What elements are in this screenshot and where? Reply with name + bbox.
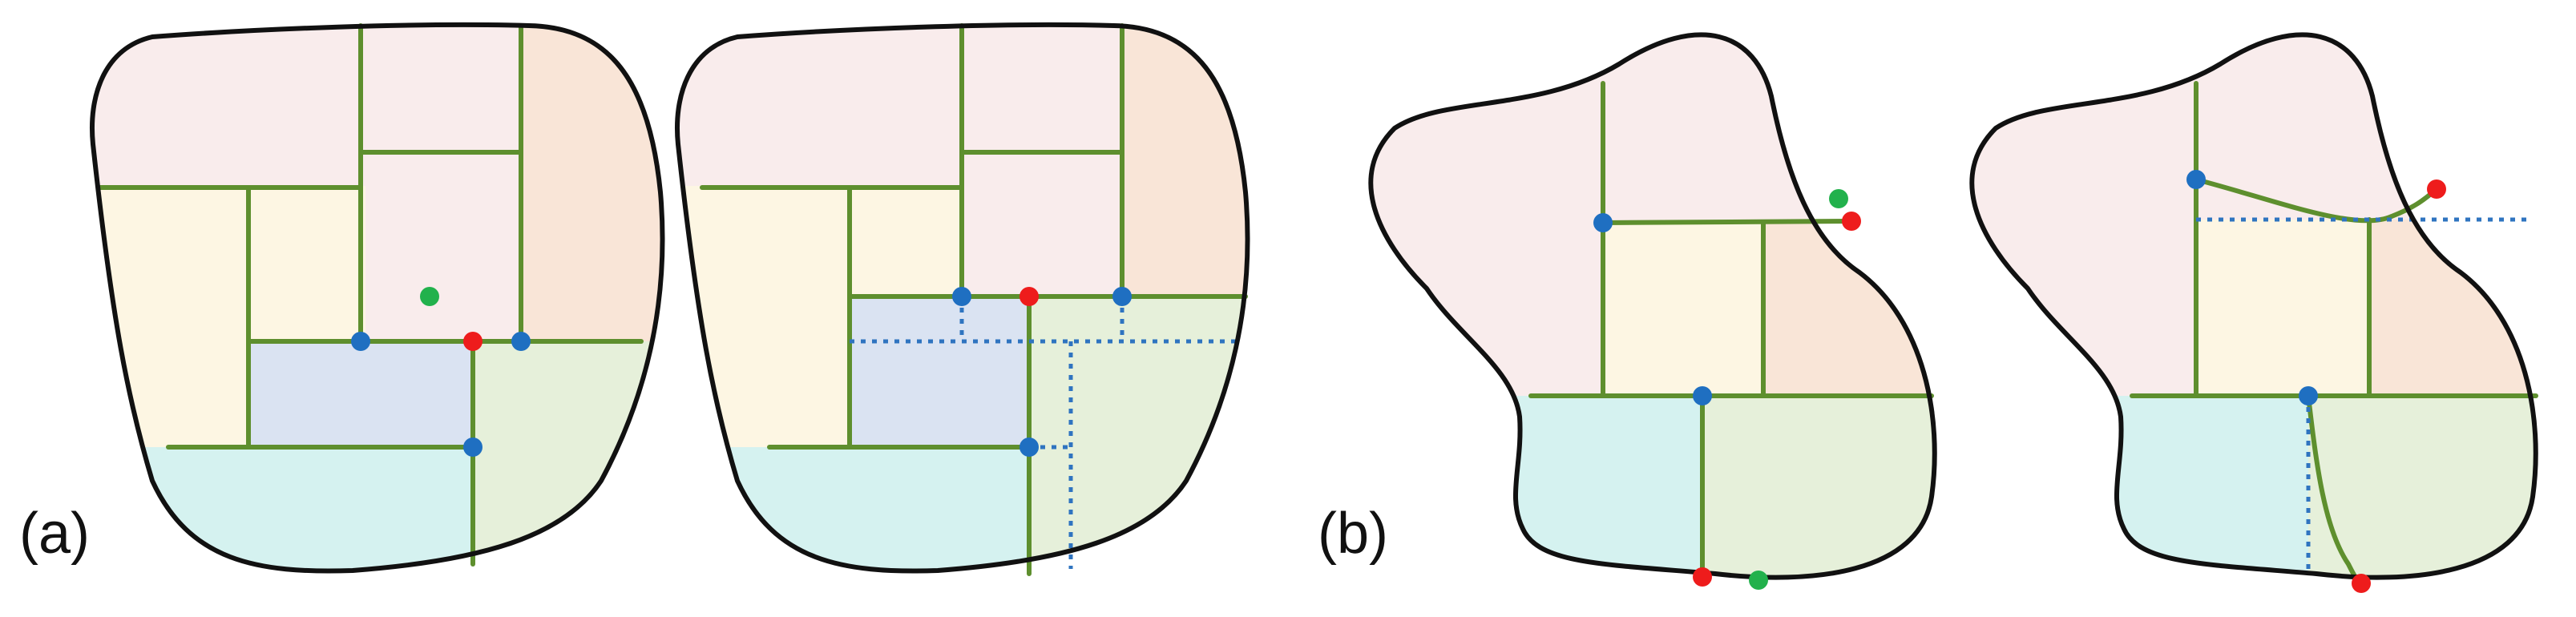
- diagram-b-before: [1314, 0, 1959, 590]
- region-green: [473, 341, 663, 571]
- red-dot: [2352, 574, 2371, 593]
- blue-dot: [1019, 438, 1039, 457]
- region-green: [1702, 396, 1935, 578]
- region-blue: [248, 341, 474, 447]
- red-dot: [1019, 287, 1039, 306]
- diagram-a-after: [649, 0, 1290, 576]
- region-cream: [1603, 223, 1763, 397]
- red-dot: [1842, 212, 1861, 231]
- diagram-b-after: [1916, 0, 2538, 593]
- green-dot: [1829, 189, 1848, 208]
- blue-dot: [1593, 213, 1613, 232]
- region-peach: [2369, 220, 2536, 397]
- region-blue: [850, 296, 1029, 447]
- diagram-a-before: [64, 0, 705, 607]
- region-cream: [2196, 220, 2369, 397]
- red-dot: [1693, 567, 1712, 587]
- blue-dot: [463, 438, 482, 457]
- green-dot: [1749, 571, 1768, 590]
- green-dot: [420, 287, 439, 306]
- region-cyan: [676, 447, 1029, 571]
- blue-dot: [351, 332, 370, 351]
- panel-label-a: (a): [19, 502, 90, 566]
- blue-dot: [511, 332, 531, 351]
- panel-label-b: (b): [1318, 502, 1388, 566]
- blue-dot: [952, 287, 971, 306]
- region-peach: [1763, 223, 1935, 397]
- region-cyan: [91, 447, 474, 571]
- region-peach: [1122, 24, 1248, 296]
- red-dot: [463, 332, 482, 351]
- red-dot: [2427, 179, 2446, 199]
- blue-dot: [2186, 170, 2206, 189]
- blue-dot: [1693, 386, 1712, 405]
- blue-dot: [2299, 386, 2318, 405]
- dotted-guides: [850, 296, 1242, 569]
- region-pink-center: [962, 35, 1122, 296]
- blue-dot: [1112, 287, 1132, 306]
- dotted-guides: [2196, 217, 2533, 574]
- edges: [97, 23, 644, 567]
- region-pink-center: [365, 35, 521, 345]
- region-cyan: [1972, 396, 2308, 578]
- edges: [1528, 81, 1934, 579]
